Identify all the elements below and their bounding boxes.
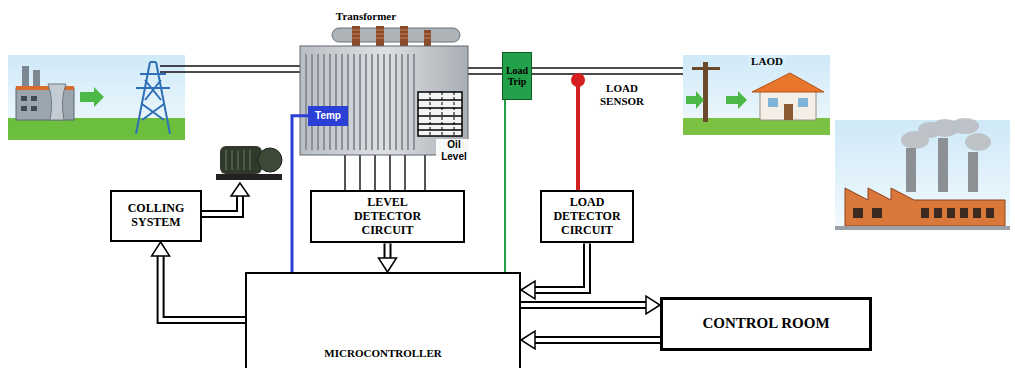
plant-building	[16, 88, 74, 120]
arrow-head	[521, 331, 535, 349]
connector-line	[504, 100, 506, 272]
arrow-fill	[521, 303, 647, 307]
pole-crossbar	[692, 67, 720, 70]
bushings	[352, 26, 431, 48]
signal-line	[292, 116, 308, 272]
pole	[703, 62, 708, 122]
cooling-pump	[216, 146, 282, 180]
factory-building	[845, 188, 1005, 226]
sky	[683, 55, 830, 135]
windows	[853, 208, 994, 218]
house-roof	[752, 73, 824, 92]
arrow-outline	[534, 336, 660, 344]
ground	[835, 226, 1010, 230]
house-wall	[760, 90, 816, 120]
arrow-outline	[161, 255, 245, 320]
motor-fins	[226, 150, 250, 170]
arrow-head	[231, 183, 249, 196]
part-label: Oil Level	[436, 139, 472, 162]
power-plant-scene	[8, 55, 185, 140]
pump-base	[216, 174, 282, 180]
signal-line	[505, 100, 506, 272]
cooling-fins	[306, 54, 414, 150]
box-text: LOAD DETECTOR CIRCUIT	[548, 196, 626, 237]
sensor-wire	[576, 86, 580, 190]
arrow-head	[379, 258, 397, 272]
cooling-tower	[48, 84, 66, 120]
door	[784, 104, 793, 120]
box-text: CONTROL ROOM	[702, 315, 829, 332]
process-box: LEVEL DETECTOR CIRCUIT	[310, 190, 465, 243]
sky	[835, 120, 1010, 230]
green-arrow	[686, 91, 704, 109]
controller-box: MICROCONTROLLER	[245, 272, 521, 368]
transformer-drawing	[300, 26, 468, 155]
arrow-fill	[161, 255, 245, 320]
process-box: CONTROL ROOM	[660, 297, 872, 351]
box-text: Load Trip	[504, 65, 530, 88]
arrow-outline	[521, 301, 647, 309]
window	[798, 98, 808, 107]
transmission-tower	[136, 62, 170, 134]
process-box: COLLING SYSTEM	[110, 190, 202, 242]
temp-sensor-box: Temp	[308, 106, 348, 126]
green-arrow	[80, 87, 104, 107]
part-label: LOAD SENSOR	[590, 82, 654, 107]
block-arrow	[521, 243, 587, 299]
arrow-head	[152, 242, 170, 256]
sensor-wires	[345, 155, 425, 190]
motor	[220, 146, 262, 174]
pump-arrow	[202, 183, 249, 214]
sky	[8, 55, 185, 140]
arrow-outline	[202, 195, 240, 214]
arrow-fill	[202, 195, 240, 214]
block-arrow	[379, 243, 397, 272]
box-text: Temp	[315, 110, 341, 122]
arrow-head	[646, 296, 660, 314]
box-text: LEVEL DETECTOR CIRCUIT	[350, 196, 425, 237]
load-house-scene	[683, 55, 830, 135]
load-trip-box: Load Trip	[502, 52, 532, 100]
arrow-outline	[384, 243, 392, 259]
chimney	[906, 148, 916, 192]
connector-line	[292, 116, 308, 272]
grass	[8, 118, 185, 140]
arrow-fill	[534, 338, 660, 342]
block-arrow	[521, 296, 660, 314]
conservator-tank	[332, 28, 460, 42]
load-sensor-dot	[571, 73, 585, 87]
chimney	[968, 152, 978, 192]
arrow-fill	[534, 243, 587, 290]
part-label: LAOD	[748, 55, 786, 68]
block-arrow	[152, 242, 245, 320]
arrow-outline	[534, 243, 587, 290]
pump-head	[258, 148, 282, 172]
arrow-fill	[386, 243, 390, 259]
oil-level-gauge	[418, 92, 462, 136]
windows	[21, 96, 37, 111]
process-box: LOAD DETECTOR CIRCUIT	[540, 190, 634, 243]
arrow-head	[521, 281, 535, 299]
block-arrow	[521, 331, 660, 349]
factory-scene	[835, 118, 1010, 230]
part-label: Transformer	[330, 10, 402, 23]
chimney	[938, 138, 948, 192]
green-arrow	[726, 91, 747, 109]
box-text: MICROCONTROLLER	[324, 347, 441, 360]
window	[768, 98, 778, 107]
box-text: COLLING SYSTEM	[118, 202, 194, 230]
